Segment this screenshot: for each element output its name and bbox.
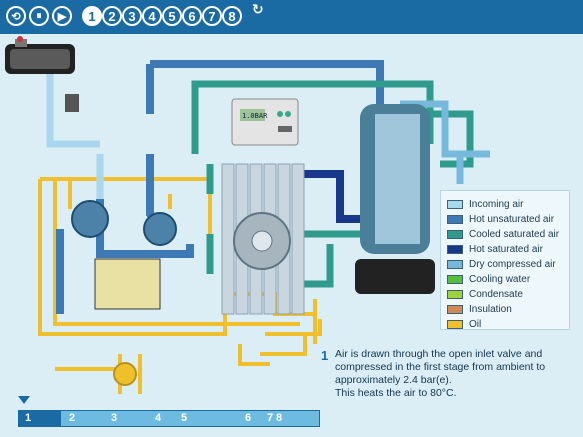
step-7-button[interactable]: 7 <box>202 6 222 26</box>
legend-item: Hot saturated air <box>447 242 563 257</box>
caption-line: compressed in the first stage from ambie… <box>335 361 546 373</box>
step-1-button[interactable]: 1 <box>82 6 102 26</box>
legend-item: Condensate <box>447 287 563 302</box>
oil-tank <box>94 258 161 310</box>
play-icon[interactable]: ▶ <box>52 6 72 26</box>
legend: Incoming air Hot unsaturated air Cooled … <box>440 190 570 330</box>
timeline-tick-4[interactable]: 4 <box>155 412 162 424</box>
legend-item: Hot unsaturated air <box>447 212 563 227</box>
step-caption: 1 Air is drawn through the open inlet va… <box>313 340 568 410</box>
timeline[interactable]: 1 2 3 4 5 6 7 8 <box>18 396 320 432</box>
timeline-progress <box>19 411 61 426</box>
legend-swatch <box>447 230 463 239</box>
oil-pump-gear <box>113 362 137 386</box>
inlet-filter <box>5 36 75 74</box>
water-pump <box>355 259 435 294</box>
legend-label: Oil <box>469 319 482 330</box>
legend-swatch <box>447 260 463 269</box>
step-8-button[interactable]: 8 <box>222 6 242 26</box>
controller-panel: 1.0BAR <box>231 98 299 146</box>
dry-compressed-pipes <box>400 100 490 184</box>
caption-line: This heats the air to 80°C. <box>335 387 457 399</box>
step-4-button[interactable]: 4 <box>142 6 162 26</box>
legend-label: Hot saturated air <box>469 244 543 255</box>
legend-swatch <box>447 290 463 299</box>
legend-item: Incoming air <box>447 197 563 212</box>
legend-item: Cooling water <box>447 272 563 287</box>
loop-icon[interactable]: ↻ <box>252 2 264 18</box>
legend-swatch <box>447 305 463 314</box>
caption-line: approximately 2.4 bar(e). <box>335 374 452 386</box>
legend-label: Cooling water <box>469 274 531 285</box>
timeline-marker[interactable] <box>18 396 30 404</box>
timeline-tick-6[interactable]: 6 <box>245 412 252 424</box>
legend-item: Dry compressed air <box>447 257 563 272</box>
caption-line: Air is drawn through the open inlet valv… <box>335 348 543 360</box>
legend-swatch <box>447 245 463 254</box>
legend-swatch <box>447 200 463 209</box>
timeline-tick-7[interactable]: 7 <box>267 412 274 424</box>
legend-label: Dry compressed air <box>469 259 556 270</box>
fan <box>233 212 291 270</box>
legend-item: Cooled saturated air <box>447 227 563 242</box>
timeline-tick-2[interactable]: 2 <box>69 412 76 424</box>
legend-label: Cooled saturated air <box>469 229 560 240</box>
timeline-track[interactable]: 1 2 3 4 5 6 7 8 <box>18 410 320 427</box>
step-5-button[interactable]: 5 <box>162 6 182 26</box>
dryer-vessel <box>360 104 430 254</box>
legend-label: Condensate <box>469 289 523 300</box>
legend-swatch <box>447 275 463 284</box>
restart-icon[interactable]: ⟲ <box>6 6 26 26</box>
legend-swatch <box>447 320 463 329</box>
incoming-air-pipes <box>46 74 104 199</box>
toolbar: ⟲ ⏸ ▶ 1 2 3 4 5 6 7 8 ↻ <box>0 0 583 34</box>
timeline-tick-5[interactable]: 5 <box>181 412 188 424</box>
control-module <box>65 94 79 112</box>
compressor-diagram: 1.0BAR <box>5 36 490 394</box>
step-2-button[interactable]: 2 <box>102 6 122 26</box>
timeline-tick-8[interactable]: 8 <box>276 412 283 424</box>
legend-label: Insulation <box>469 304 512 315</box>
caption-step-number: 1 <box>321 348 329 363</box>
controller-screen-text: 1.0BAR <box>242 112 268 120</box>
step-6-button[interactable]: 6 <box>182 6 202 26</box>
second-stage-element <box>143 212 177 246</box>
timeline-tick-3[interactable]: 3 <box>111 412 118 424</box>
stop-icon[interactable]: ⏸ <box>29 6 49 26</box>
timeline-tick-1[interactable]: 1 <box>25 412 32 424</box>
legend-label: Incoming air <box>469 199 524 210</box>
step-3-button[interactable]: 3 <box>122 6 142 26</box>
legend-item: Oil <box>447 317 563 332</box>
legend-label: Hot unsaturated air <box>469 214 555 225</box>
first-stage-element <box>71 200 109 238</box>
legend-swatch <box>447 215 463 224</box>
legend-item: Insulation <box>447 302 563 317</box>
